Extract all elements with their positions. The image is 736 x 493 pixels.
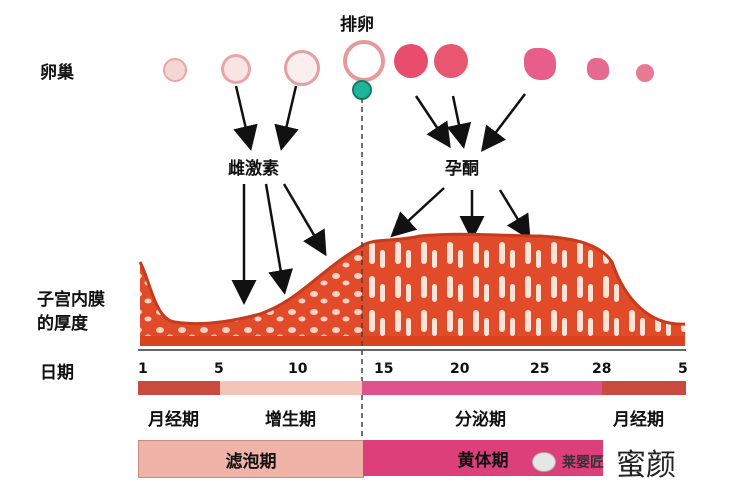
arrow-luteum-to-progesterone-2 <box>446 95 472 149</box>
luteal-phase-bar: 黄体期 <box>363 440 603 476</box>
corpus-luteum-2-icon <box>434 44 468 78</box>
arrow-progesterone-to-endometrium-3 <box>498 189 531 241</box>
endometrium-label-line1: 子宫内膜 <box>37 290 105 310</box>
arrow-follicle-to-estrogen-2 <box>274 85 299 151</box>
day-tick-1: 1 <box>138 361 148 377</box>
arrow-luteum-to-progesterone-1 <box>414 95 451 149</box>
watermark-logo: 蜜颜 <box>616 448 676 483</box>
estrogen-label: 雌激素 <box>228 159 279 179</box>
watermark-brand: 莱婴匠 <box>562 455 604 471</box>
day-tick-25: 25 <box>530 361 550 377</box>
phase-menses: 月经期 <box>148 410 199 430</box>
corpus-luteum-4-icon <box>587 58 609 80</box>
follicle-1-icon <box>163 58 187 82</box>
arrow-estrogen-to-endometrium-2 <box>264 183 293 295</box>
progesterone-label: 孕酮 <box>445 159 479 179</box>
wechat-icon <box>532 452 556 472</box>
arrow-luteum-to-progesterone-3 <box>480 93 526 152</box>
ovary-label: 卵巢 <box>40 63 74 83</box>
ovulation-label: 排卵 <box>340 15 374 35</box>
day-tick-28: 28 <box>592 361 612 377</box>
follicle-2-icon <box>221 54 251 84</box>
menses-bar <box>138 381 220 395</box>
phase-menses-next: 月经期 <box>613 410 664 430</box>
luteal-phase-label: 黄体期 <box>457 450 509 471</box>
day-tick-10: 10 <box>288 361 308 377</box>
arrow-estrogen-to-endometrium-3 <box>282 183 327 257</box>
day-tick-20: 20 <box>450 361 470 377</box>
endometrium-secretory <box>362 234 685 344</box>
watermark: 莱婴匠 蜜颜 <box>532 440 676 484</box>
day-tick-5: 5 <box>214 361 224 377</box>
day-tick-15: 15 <box>374 361 394 377</box>
endometrium-basal-layer <box>140 336 685 346</box>
follicular-phase-label: 滤泡期 <box>225 451 277 472</box>
day-tick-5-next: 5 <box>678 361 688 377</box>
endometrium-label-line2: 的厚度 <box>37 314 88 334</box>
corpus-luteum-1-icon <box>394 44 428 78</box>
follicle-3-icon <box>284 50 320 86</box>
day-label: 日期 <box>40 363 74 383</box>
arrow-progesterone-to-endometrium-1 <box>390 187 445 238</box>
endometrium-base <box>140 246 362 344</box>
menses-next-bar <box>602 381 686 395</box>
secretory-bar <box>362 381 602 395</box>
arrow-follicle-to-estrogen-1 <box>233 85 258 151</box>
follicular-phase-bar: 滤泡期 <box>138 440 364 478</box>
endometrium-outline <box>138 232 686 326</box>
corpus-luteum-3-icon <box>524 48 556 80</box>
proliferative-bar <box>220 381 362 395</box>
phase-secretory: 分泌期 <box>455 410 506 430</box>
corpus-albicans-icon <box>636 64 654 82</box>
phase-proliferative: 增生期 <box>265 410 316 430</box>
